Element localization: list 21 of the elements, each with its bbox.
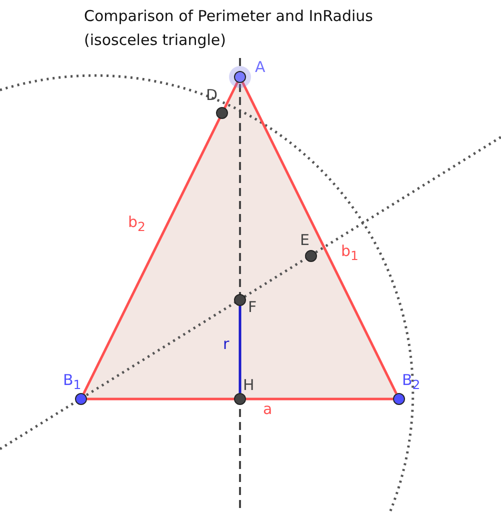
segment-label: a <box>263 402 272 417</box>
point-label: B$_{2}$ <box>402 373 420 392</box>
point-label: A <box>255 60 266 75</box>
line-segment <box>82 82 238 394</box>
point-label: F <box>248 300 257 315</box>
point-label: E <box>300 233 310 248</box>
point <box>234 393 246 405</box>
point <box>234 71 246 83</box>
line-segment <box>242 82 398 394</box>
line-segment <box>238 306 242 393</box>
point <box>75 393 87 405</box>
title: Comparison of Perimeter and InRadius (isosceles triangle) <box>84 6 374 51</box>
point-label: B$_{1}$ <box>63 373 82 392</box>
point <box>216 107 228 119</box>
point <box>393 393 405 405</box>
point-label: H <box>243 378 254 393</box>
segment-label: b$_{1}$ <box>341 244 358 262</box>
line-segment <box>87 398 393 400</box>
point-label: D <box>206 88 218 103</box>
segment-label: b$_{2}$ <box>128 215 146 234</box>
segment-label: r <box>223 337 230 352</box>
